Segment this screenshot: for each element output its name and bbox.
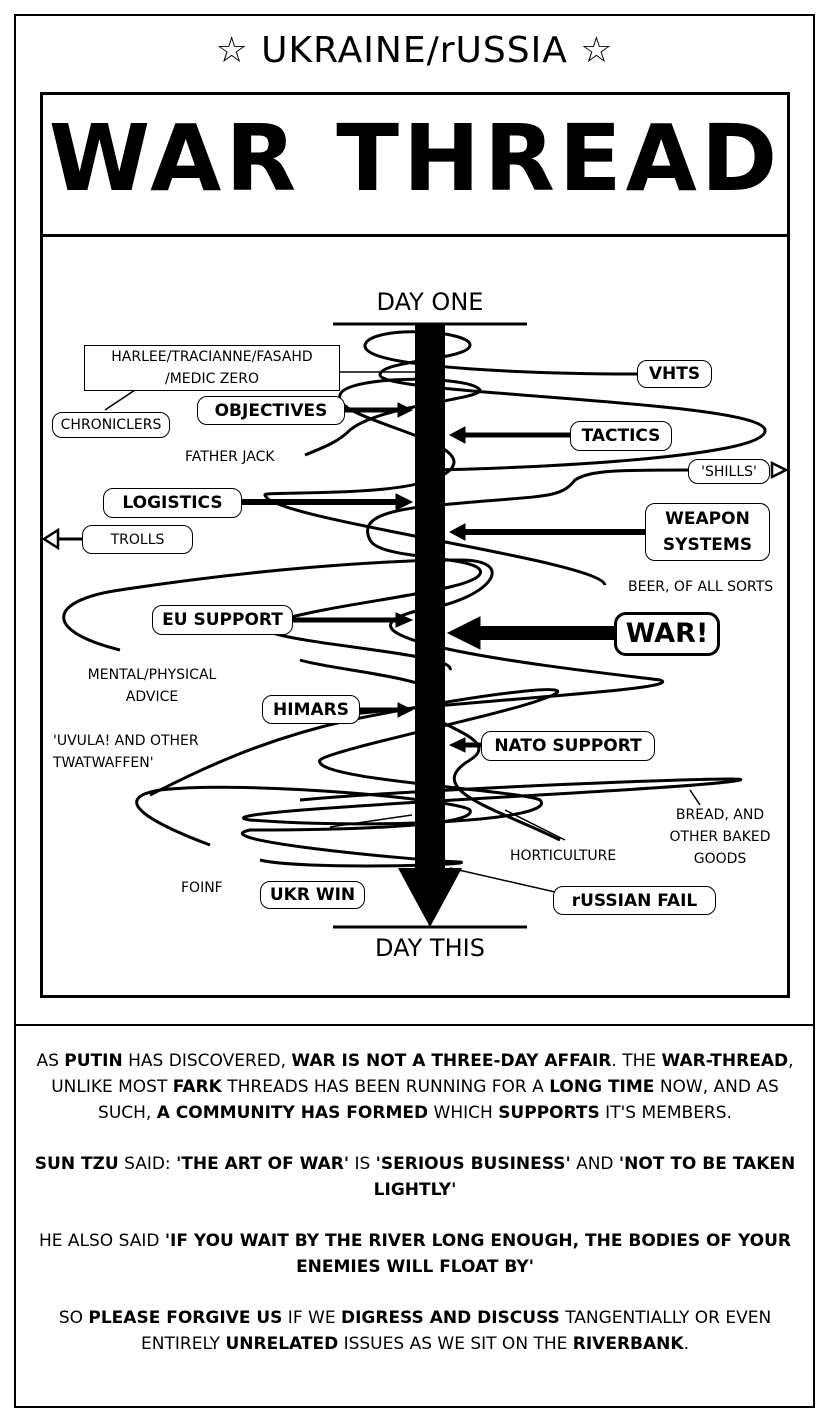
curve-horticulture [299,658,561,842]
russian-fail-pointer [449,867,556,893]
himars-label: HIMARS [262,695,360,724]
vhts-label: VHTS [637,360,712,388]
tactics-label: TACTICS [570,421,672,451]
bold-text: SUPPORTS [498,1103,600,1123]
bold-text: LONG TIME [549,1077,655,1097]
mental-physical-advice-label: MENTAL/PHYSICAL ADVICE [72,664,232,708]
bold-text: PLEASE FORGIVE US [88,1308,283,1328]
comic-frame [14,14,815,1408]
beer-label: BEER, OF ALL SORTS [628,579,774,595]
horticulture-label: HORTICULTURE [510,848,617,864]
bread-pointer [689,789,701,806]
tangent-curves [62,330,767,868]
text: IS [349,1154,376,1174]
bold-text: FARK [172,1077,222,1097]
bold-text: WAR IS NOT A THREE-DAY AFFAIR [291,1051,612,1071]
weapon-systems-label: WEAPON SYSTEMS [645,503,770,561]
timeline-arrowhead [398,868,462,927]
bold-text: DIGRESS AND DISCUSS [340,1308,560,1328]
text: TANGENTIALLY OR EVEN ENTIRELY [141,1308,772,1354]
headline: WAR THREAD [48,105,782,212]
chroniclers-names-box: HARLEE/TRACIANNE/FASAHD /MEDIC ZERO [84,345,340,391]
text: . [683,1334,689,1354]
foinf-label: FOINF [181,880,223,896]
page-title: ☆ UKRAINE/rUSSIA ☆ [215,30,614,71]
chroniclers-label: CHRONICLERS [52,412,170,438]
shills-label: 'SHILLS' [688,459,770,484]
label-line: BREAD, AND [675,807,765,823]
bold-text: SUN TZU [34,1154,119,1174]
logistics-label: LOGISTICS [103,488,242,518]
paragraph: AS PUTIN HAS DISCOVERED, WAR IS NOT A TH… [30,1048,800,1126]
eu-support-label: EU SUPPORT [152,605,293,635]
text: SO [58,1308,89,1328]
weapon-systems-line: SYSTEMS [662,535,753,555]
uvula-label: 'UVULA! AND OTHER TWATWAFFEN' [53,730,199,774]
day-this-label: DAY THIS [375,934,485,962]
divider [40,234,790,237]
text: , UNLIKE MOST [51,1051,794,1097]
label-line: TWATWAFFEN' [53,755,154,771]
label-line: GOODS [693,851,747,867]
label-line: 'UVULA! AND OTHER [53,733,199,749]
text: . THE [611,1051,662,1071]
text: ISSUES AS WE SIT ON THE [338,1334,573,1354]
paragraph: HE ALSO SAID 'IF YOU WAIT BY THE RIVER L… [30,1228,800,1280]
text: WHICH [428,1103,499,1123]
paragraph: SUN TZU SAID: 'THE ART OF WAR' IS 'SERIO… [30,1151,800,1203]
text: AS [36,1051,65,1071]
text: NOW, AND AS SUCH, [98,1077,779,1123]
text: SAID: [118,1154,177,1174]
text: HE ALSO SAID [38,1231,165,1251]
trolls-arrowhead [41,527,60,551]
bold-text: 'SERIOUS BUSINESS' [375,1154,571,1174]
war-label: WAR! [614,612,720,656]
chroniclers-connector [104,389,136,411]
arrows [242,402,645,753]
bold-text: PUTIN [64,1051,123,1071]
thread-diagram [41,322,789,929]
description-text: AS PUTIN HAS DISCOVERED, WAR IS NOT A TH… [30,1048,800,1382]
text: IT'S MEMBERS. [599,1103,732,1123]
label-line: MENTAL/PHYSICAL [87,667,217,683]
text: HAS DISCOVERED, [122,1051,292,1071]
curve-vhts [363,330,767,472]
paragraph: SO PLEASE FORGIVE US IF WE DIGRESS AND D… [30,1305,800,1357]
timeline-spine [415,324,445,870]
text: IF WE [282,1308,341,1328]
trolls-label: TROLLS [82,525,193,554]
divider [14,1024,815,1026]
ukr-win-label: UKR WIN [260,881,365,909]
bold-text: UNRELATED [225,1334,339,1354]
horticulture-pointer [504,809,566,841]
bold-text: A COMMUNITY HAS FORMED [156,1103,429,1123]
bold-text: 'IF YOU WAIT BY THE RIVER LONG ENOUGH, T… [164,1231,792,1277]
ukr-win-pointer [329,814,413,828]
nato-support-label: NATO SUPPORT [481,731,655,761]
bread-label: BREAD, AND OTHER BAKED GOODS [660,804,780,870]
label-line: OTHER BAKED [669,829,771,845]
label-line: ADVICE [125,689,179,705]
chroniclers-names-line: /MEDIC ZERO [165,371,259,387]
curve-foinf [135,785,472,868]
bold-text: WAR-THREAD [661,1051,789,1071]
objectives-label: OBJECTIVES [197,396,345,425]
text: AND [570,1154,619,1174]
bold-text: RIVERBANK [572,1334,684,1354]
curve-uvula [149,688,742,826]
text: THREADS HAS BEEN RUNNING FOR A [221,1077,550,1097]
shills-arrowhead [770,460,789,480]
panel-border [40,92,790,998]
chroniclers-names-line: HARLEE/TRACIANNE/FASAHD [111,349,313,365]
father-jack-label: FATHER JACK [185,449,275,465]
russian-fail-label: rUSSIAN FAIL [553,886,716,915]
bold-text: 'NOT TO BE TAKEN LIGHTLY' [373,1154,796,1200]
weapon-systems-line: WEAPON [665,509,750,529]
day-one-label: DAY ONE [376,288,484,316]
bold-text: 'THE ART OF WAR' [176,1154,350,1174]
